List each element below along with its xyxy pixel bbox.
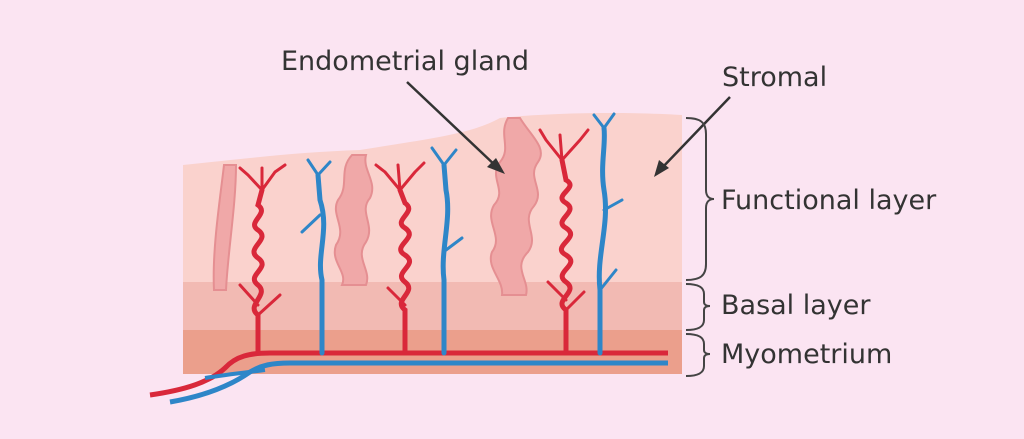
vein-3: [592, 112, 624, 356]
spiral-artery-2: [374, 161, 426, 356]
vein-branch-low: [204, 368, 266, 380]
spiral-artery-3: [538, 128, 590, 356]
stromal-arrow: [654, 96, 731, 177]
gland-arrow: [406, 81, 505, 174]
basal-bracket: [685, 283, 711, 331]
label-basal-layer: Basal layer: [721, 290, 871, 321]
label-functional-layer: Functional layer: [721, 185, 937, 216]
gland-2: [333, 154, 374, 286]
gland-3: [489, 117, 542, 296]
myometrium-bracket: [685, 333, 711, 377]
label-stromal: Stromal: [722, 62, 827, 93]
spiral-artery-1: [238, 163, 287, 356]
functional-bracket: [685, 117, 715, 281]
vein-1: [300, 158, 332, 356]
gland-1: [212, 164, 238, 291]
label-myometrium: Myometrium: [721, 339, 892, 370]
vein-2: [430, 146, 464, 356]
label-endometrial-gland: Endometrial gland: [281, 46, 529, 77]
